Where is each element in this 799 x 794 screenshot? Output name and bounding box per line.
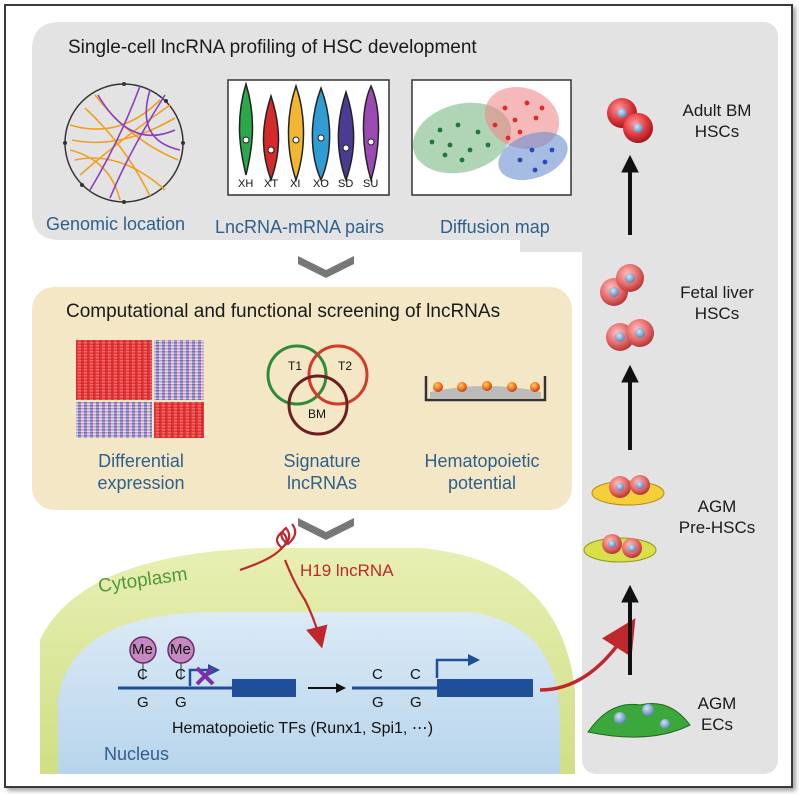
colony-dish xyxy=(424,376,547,402)
stage-line: Fetal liver xyxy=(680,283,754,302)
caption-line: Hematopoietic xyxy=(424,451,540,471)
caption-line: expression xyxy=(97,473,185,493)
dna-silenced xyxy=(118,636,296,697)
diffusion-map xyxy=(411,79,572,196)
base-g: G xyxy=(137,694,149,711)
fetal-liver-hsc-cells xyxy=(600,264,654,351)
stage-agm-ecs: AGM ECs xyxy=(662,693,772,735)
adult-bm-hsc-cells xyxy=(607,98,653,143)
profiling-title: Single-cell lncRNA profiling of HSC deve… xyxy=(68,37,477,58)
violin-plot xyxy=(227,79,390,196)
progression-arrow xyxy=(539,618,636,692)
venn-diagram xyxy=(266,344,369,436)
agm-pre-hsc-cells xyxy=(583,475,665,563)
base-c: C xyxy=(137,666,148,683)
base-c: C xyxy=(175,666,186,683)
caption-line: Signature xyxy=(283,451,361,471)
venn-label-t1: T1 xyxy=(288,359,303,373)
diffusion-map-caption: Diffusion map xyxy=(440,217,550,237)
differential-expression-caption: Differential expression xyxy=(76,450,206,494)
signature-lncrnas-caption: Signature lncRNAs xyxy=(262,450,382,494)
methyl-label: Me xyxy=(170,641,191,658)
venn-label-t2: T2 xyxy=(338,359,353,373)
base-g: G xyxy=(410,694,422,711)
stage-line: Pre-HSCs xyxy=(678,518,756,537)
column-arrows xyxy=(621,154,639,675)
stage-adult-bm-hscs: Adult BM HSCs xyxy=(662,100,772,142)
nucleus-label: Nucleus xyxy=(104,744,170,764)
base-c: C xyxy=(372,666,383,683)
dna-active xyxy=(352,654,533,697)
agm-ec-cells xyxy=(587,703,691,738)
violin-label: XH xyxy=(238,178,254,190)
base-g: G xyxy=(372,694,384,711)
hematopoietic-potential-caption: Hematopoietic potential xyxy=(412,450,552,494)
stage-line: ECs xyxy=(700,715,734,734)
violin-label: SD xyxy=(338,178,354,190)
stage-line: Adult BM xyxy=(682,101,752,120)
venn-label-bm: BM xyxy=(308,407,326,421)
tf-caption: Hematopoietic TFs (Runx1, Spi1, ⋯) xyxy=(172,720,434,737)
stage-fetal-liver-hscs: Fetal liver HSCs xyxy=(662,282,772,324)
stage-line: AGM xyxy=(697,694,737,713)
base-g: G xyxy=(175,694,187,711)
violin-label: XO xyxy=(313,178,329,190)
h19-lncrna-label: H19 lncRNA xyxy=(300,561,394,580)
heatmap xyxy=(76,340,204,438)
stage-line: HSCs xyxy=(694,122,740,141)
stage-line: AGM xyxy=(697,497,737,516)
lncrna-mrna-pairs-caption: LncRNA-mRNA pairs xyxy=(215,217,385,237)
screening-title: Computational and functional screening o… xyxy=(66,301,501,322)
violin-label: SU xyxy=(363,178,379,190)
circos-plot xyxy=(63,82,185,204)
caption-line: Differential xyxy=(98,451,184,471)
h19-lncrna xyxy=(239,523,328,649)
base-c: C xyxy=(410,666,421,683)
caption-line: lncRNAs xyxy=(286,473,357,493)
methyl-label: Me xyxy=(132,641,153,658)
chevron-down-icon xyxy=(298,518,354,540)
caption-line: potential xyxy=(447,473,517,493)
stage-agm-pre-hscs: AGM Pre-HSCs xyxy=(662,496,772,538)
violin-label: XT xyxy=(264,178,279,190)
genomic-location-caption: Genomic location xyxy=(46,214,186,234)
chevron-down-icon xyxy=(298,256,354,278)
stage-line: HSCs xyxy=(694,304,740,323)
violin-label: XI xyxy=(290,178,301,190)
